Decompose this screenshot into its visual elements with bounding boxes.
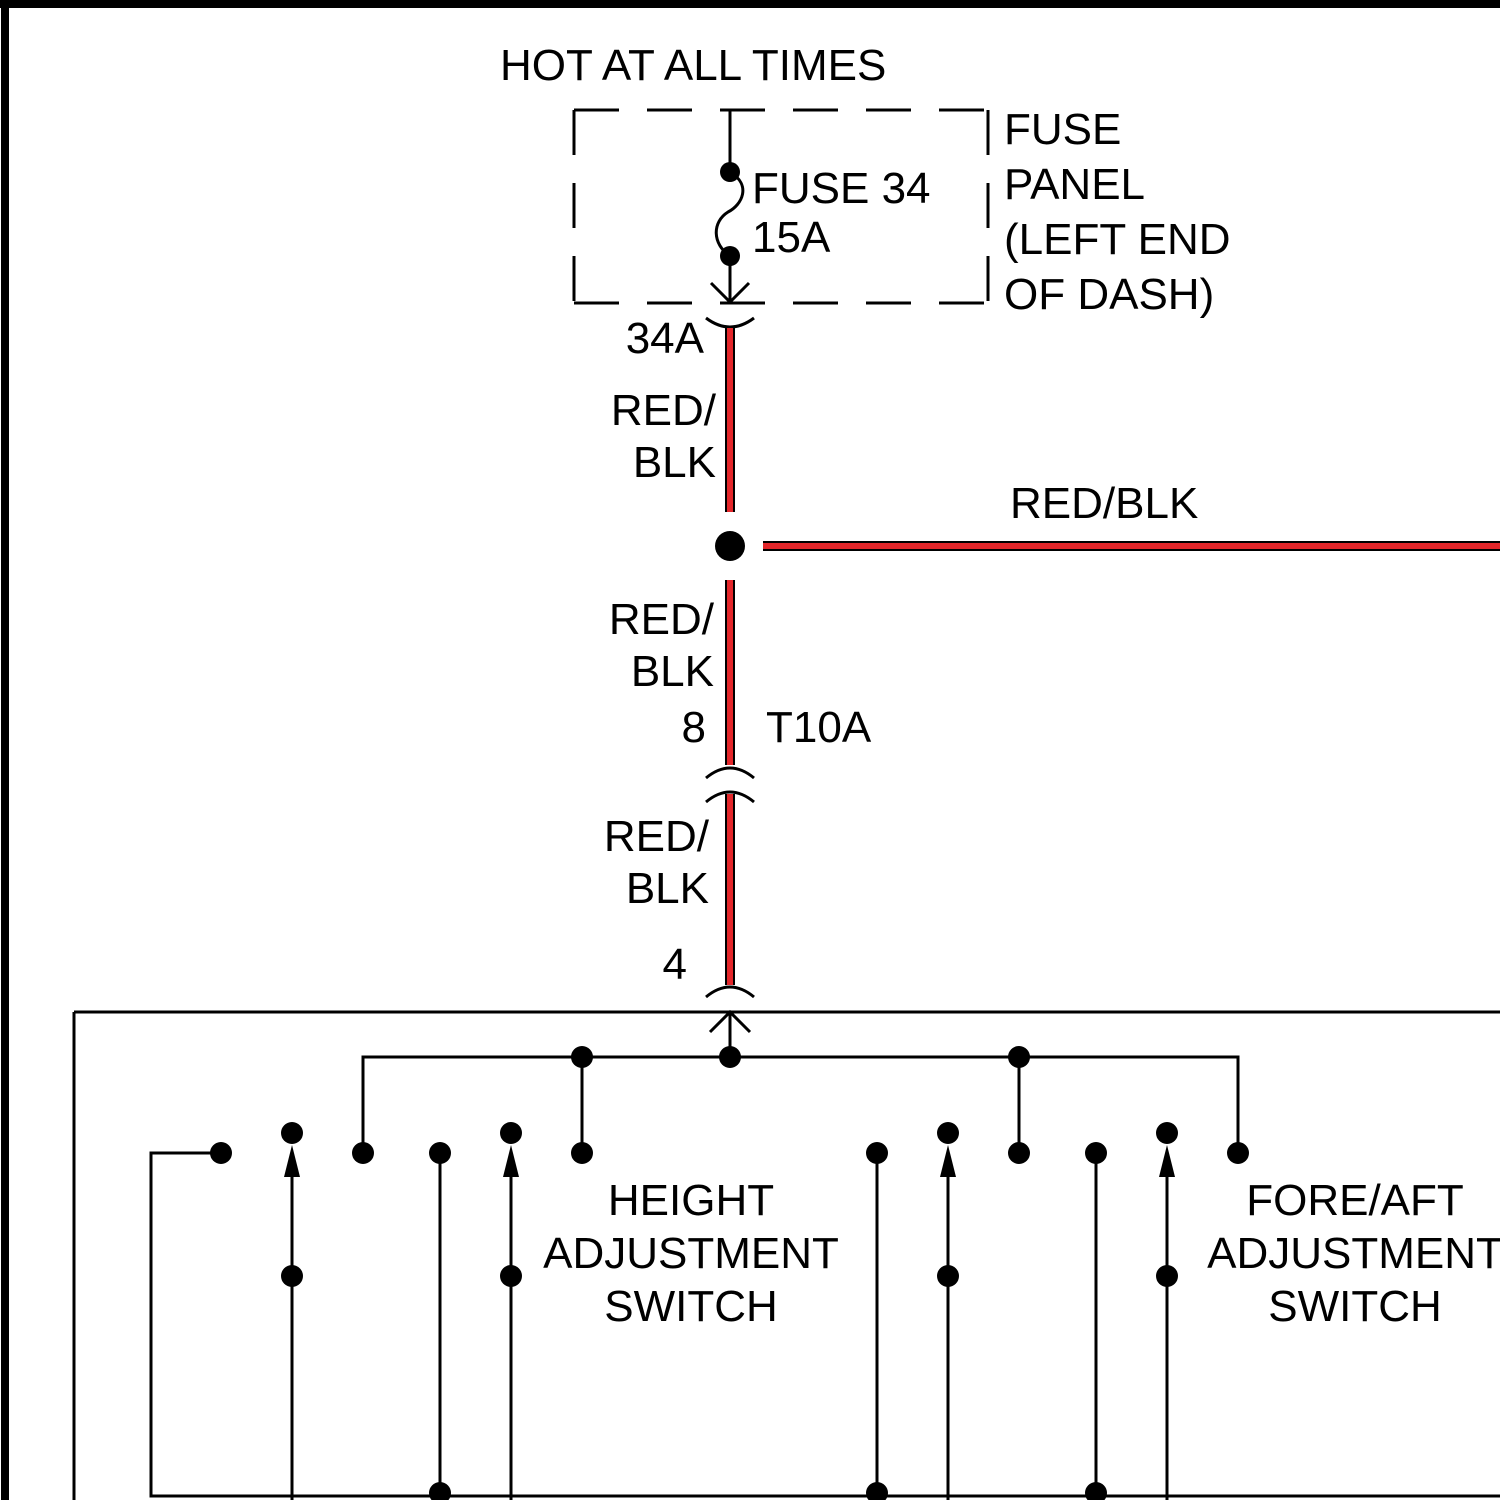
label-wire-mid-line1: RED/ <box>609 595 715 644</box>
label-fore-aft-switch-line3: SWITCH <box>1268 1282 1442 1331</box>
label-wire-bottom-line2: BLK <box>626 864 709 913</box>
label-hot-at-all-times: HOT AT ALL TIMES <box>500 41 886 90</box>
label-fuse-rating: 15A <box>752 213 831 262</box>
label-fore-aft-switch-line1: FORE/AFT <box>1246 1176 1464 1225</box>
connector-34a <box>706 318 754 327</box>
label-wire-mid-line2: BLK <box>631 647 714 696</box>
label-fuse-panel-line1: FUSE <box>1004 105 1121 154</box>
label-wire-top-line1: RED/ <box>611 386 717 435</box>
fuse-34 <box>711 110 749 302</box>
label-pin-8: 8 <box>682 703 706 752</box>
label-fore-aft-switch-line2: ADJUSTMENT <box>1207 1229 1500 1278</box>
label-connector-34a: 34A <box>626 314 705 363</box>
power-bus <box>363 1012 1238 1153</box>
label-wire-top-line2: BLK <box>633 438 716 487</box>
label-wire-bottom-line1: RED/ <box>604 812 710 861</box>
label-wire-branch: RED/BLK <box>1010 479 1198 528</box>
label-connector-t10a: T10A <box>766 703 872 752</box>
connector-pin-4 <box>706 987 754 997</box>
label-fuse-panel-line3: (LEFT END <box>1004 215 1231 264</box>
label-pin-4: 4 <box>663 940 687 989</box>
label-height-switch-line3: SWITCH <box>604 1282 778 1331</box>
label-height-switch-line1: HEIGHT <box>608 1176 774 1225</box>
label-fuse-panel-line4: OF DASH) <box>1004 270 1214 319</box>
label-height-switch-line2: ADJUSTMENT <box>543 1229 839 1278</box>
label-fuse-panel-line2: PANEL <box>1004 160 1145 209</box>
label-fuse-name: FUSE 34 <box>752 164 931 213</box>
splice-point <box>715 531 745 561</box>
fore-aft-adjustment-switch <box>866 1122 1249 1500</box>
